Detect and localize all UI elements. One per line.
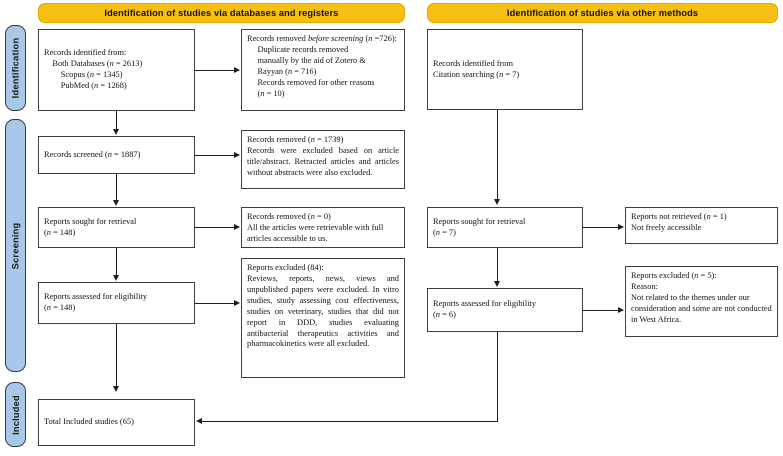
arrow-sought-right-to-not-retrieved (618, 223, 624, 230)
box-reports-excluded-84: Reports excluded (84):Reviews, reports, … (241, 258, 405, 378)
phase-label-identification: Identification (10, 37, 21, 99)
box-records-screened-text: Records screened (n = 1887) (44, 149, 141, 159)
banner-databases-registers-label: Identification of studies via databases … (104, 7, 339, 18)
arrow-screened-to-removed1739 (234, 151, 240, 158)
connector-citation-to-sought-right (497, 110, 499, 200)
connector-identified-to-screened (116, 111, 118, 130)
arrow-assessed-right-to-excluded5 (618, 306, 624, 313)
box-total-included-studies: Total Included studies (65) (38, 399, 195, 446)
box-reports-assessed-left-text: Reports assessed for eligibility(n = 148… (44, 292, 148, 312)
connector-sought-to-assessed (116, 248, 118, 276)
box-reports-assessed-right-text: Reports assessed for eligibility(n = 6) (433, 299, 537, 319)
box-reports-not-retrieved: Reports not retrieved (n = 1)Not freely … (625, 207, 778, 244)
box-reports-sought-right-text: Reports sought for retrieval(n = 7) (433, 216, 526, 237)
arrow-sought-right-to-assessed-right (493, 281, 500, 287)
box-reports-sought-right: Reports sought for retrieval(n = 7) (427, 207, 583, 248)
arrow-identified-to-screened (112, 129, 119, 135)
box-total-included-studies-text: Total Included studies (65) (44, 417, 134, 427)
box-records-removed-0-text: Records removed (n = 0)All the articles … (247, 212, 386, 243)
box-records-removed-1739: Records removed (n = 1739)Records were e… (241, 130, 405, 189)
box-records-screened: Records screened (n = 1887) (38, 136, 195, 174)
connector-sought-right-to-not-retrieved (583, 227, 619, 229)
connector-screened-to-removed1739 (195, 155, 235, 157)
connector-identified-to-removed (195, 70, 235, 72)
phase-pill-included: Included (5, 382, 26, 447)
box-reports-assessed-right: Reports assessed for eligibility(n = 6) (427, 288, 583, 332)
banner-databases-registers: Identification of studies via databases … (38, 3, 405, 23)
connector-assessed-right-down (497, 332, 499, 422)
box-reports-not-retrieved-text: Reports not retrieved (n = 1)Not freely … (631, 212, 727, 232)
arrow-identified-to-removed (234, 66, 240, 73)
arrow-sought-to-assessed (112, 275, 119, 281)
box-records-identified-databases: Records identified from: Both Databases … (38, 29, 195, 111)
box-removed-before-screening-text: Records removed before screening (n =726… (247, 34, 397, 98)
arrow-citation-to-sought-right (493, 199, 500, 205)
phase-pill-screening: Screening (5, 119, 26, 372)
phase-label-screening: Screening (10, 222, 21, 269)
connector-assessed-to-included (116, 324, 118, 387)
phase-pill-identification: Identification (5, 25, 26, 111)
connector-screened-to-sought (116, 174, 118, 201)
box-records-identified-databases-text: Records identified from: Both Databases … (44, 48, 143, 90)
connector-assessed-right-to-included (202, 421, 498, 423)
box-reports-sought-left-text: Reports sought for retrieval(n = 148) (44, 216, 137, 237)
phase-label-included: Included (10, 394, 21, 435)
arrow-assessed-to-excluded84 (234, 299, 240, 306)
box-reports-excluded-5-text: Reports excluded (n = 5):Reason:Not rela… (631, 271, 774, 324)
banner-other-methods: Identification of studies via other meth… (427, 3, 778, 23)
box-records-removed-1739-text: Records removed (n = 1739)Records were e… (247, 135, 402, 177)
arrow-assessed-to-included (112, 386, 119, 392)
connector-sought-right-to-assessed-right (497, 248, 499, 281)
connector-assessed-right-to-excluded5 (583, 310, 619, 312)
box-reports-excluded-84-text: Reports excluded (84):Reviews, reports, … (247, 263, 402, 349)
box-removed-before-screening: Records removed before screening (n =726… (241, 29, 405, 111)
box-records-removed-0: Records removed (n = 0)All the articles … (241, 207, 405, 248)
connector-sought-to-removed0 (195, 227, 235, 229)
arrow-right-panel-to-included (196, 417, 202, 424)
arrow-sought-to-removed0 (234, 223, 240, 230)
box-reports-excluded-5: Reports excluded (n = 5):Reason:Not rela… (625, 266, 778, 337)
banner-other-methods-label: Identification of studies via other meth… (506, 7, 699, 18)
box-reports-sought-left: Reports sought for retrieval(n = 148) (38, 207, 195, 248)
arrow-screened-to-sought (112, 200, 119, 206)
connector-assessed-to-excluded84 (195, 303, 235, 305)
box-reports-assessed-left: Reports assessed for eligibility(n = 148… (38, 282, 195, 324)
